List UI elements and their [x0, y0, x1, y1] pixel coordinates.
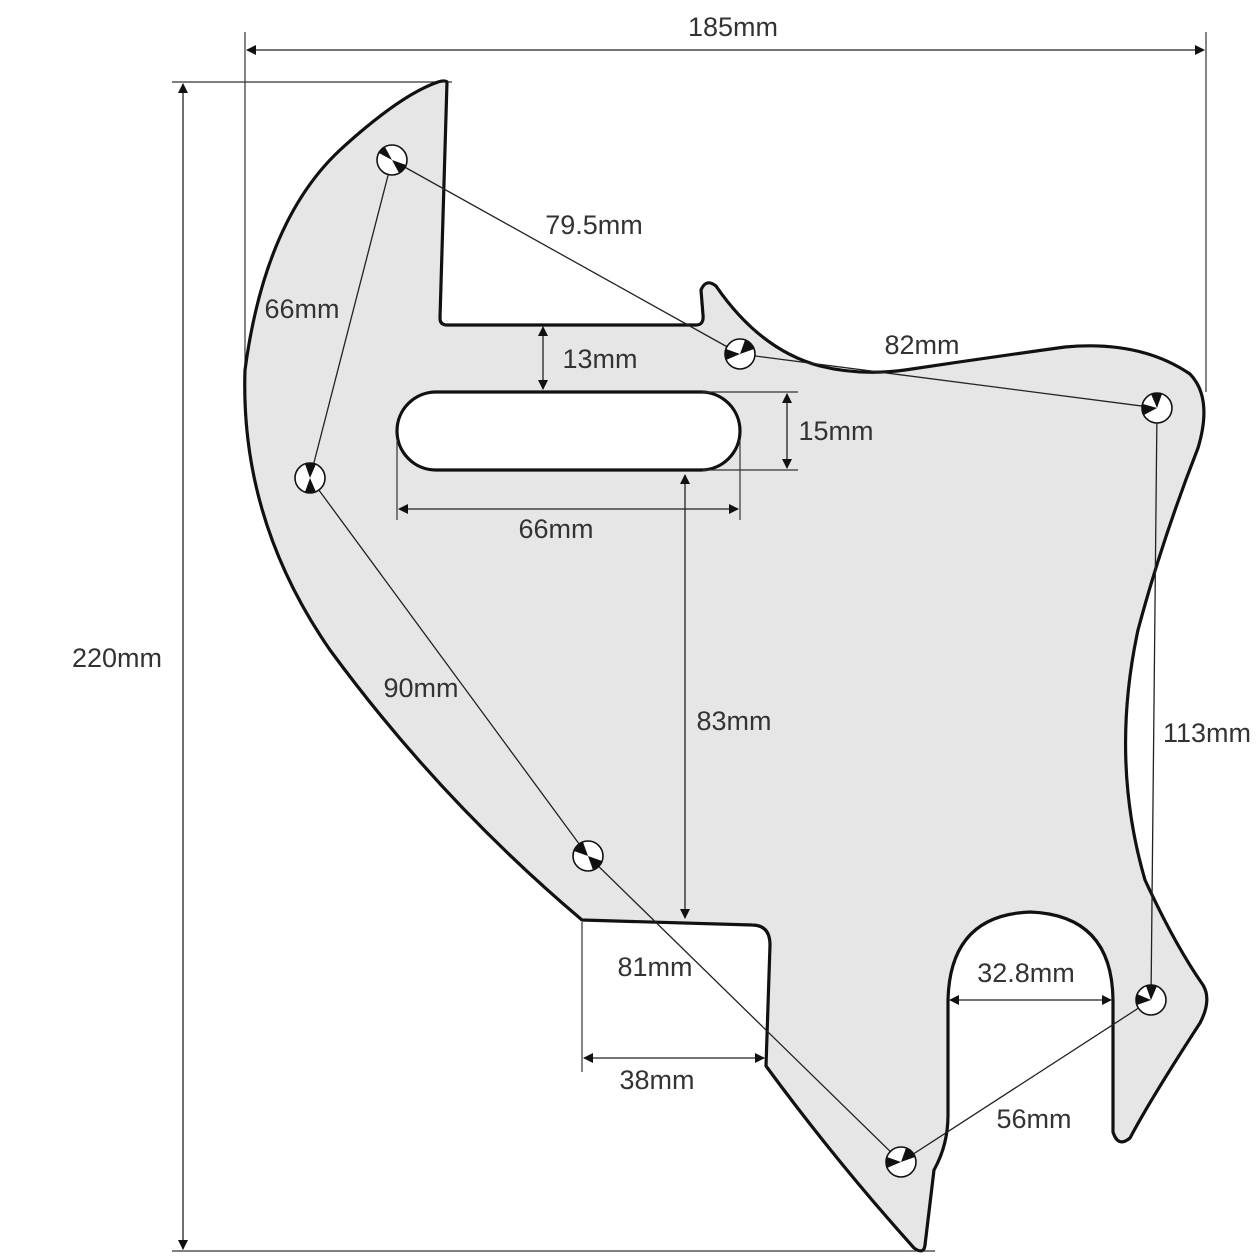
screw-hole-icon	[1135, 984, 1167, 1016]
screw-hole-icon	[376, 144, 408, 176]
hole-line-90mm	[309, 477, 589, 857]
label-113mm: 113mm	[1163, 718, 1251, 748]
label-66mm-slot: 66mm	[518, 514, 593, 544]
screw-hole-icon	[572, 840, 604, 872]
hole-line-82mm	[739, 353, 1158, 409]
hole-line-66mm	[309, 159, 393, 479]
screw-hole-icon	[294, 462, 326, 494]
screw-holes	[294, 144, 1173, 1178]
label-38mm: 38mm	[619, 1065, 694, 1095]
label-56mm: 56mm	[996, 1104, 1071, 1134]
label-32mm: 32.8mm	[977, 958, 1075, 988]
pickguard-body	[243, 79, 1209, 1253]
label-66mm-left: 66mm	[264, 294, 339, 324]
label-79mm: 79.5mm	[545, 210, 643, 240]
pickup-slot	[395, 390, 742, 472]
dimension-labels: 185mm 220mm 79.5mm 82mm 66mm 13mm 15mm 6…	[72, 12, 1251, 1134]
label-overall-height: 220mm	[72, 643, 162, 673]
screw-hole-icon	[1141, 392, 1173, 424]
hole-line-113mm	[1150, 407, 1158, 1001]
hole-line-79mm	[391, 159, 741, 355]
label-83mm: 83mm	[696, 706, 771, 736]
screw-hole-icon	[724, 338, 756, 370]
label-90mm: 90mm	[383, 673, 458, 703]
label-81mm: 81mm	[617, 952, 692, 982]
label-15mm: 15mm	[798, 416, 873, 446]
hole-line-81mm	[587, 855, 902, 1163]
label-overall-width: 185mm	[688, 12, 778, 42]
label-82mm: 82mm	[884, 330, 959, 360]
label-13mm: 13mm	[562, 344, 637, 374]
screw-hole-icon	[885, 1146, 917, 1178]
dimension-lines	[178, 45, 1205, 1250]
hole-line-56mm	[900, 999, 1152, 1163]
